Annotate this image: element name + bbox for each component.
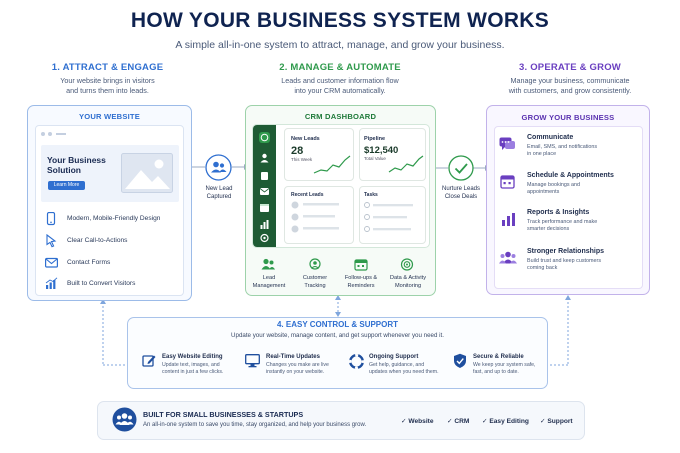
browser-dot	[48, 132, 52, 136]
step-2-title: 2. MANAGE & AUTOMATE	[279, 62, 401, 73]
footer-check-website: ✓ Website	[401, 418, 434, 425]
grow-list	[494, 126, 643, 289]
grow-item-title: Communicate	[527, 134, 574, 141]
grow-panel-title: GROW YOUR BUSINESS	[521, 113, 615, 122]
page-subtitle: A simple all-in-one system to attract, m…	[175, 39, 505, 51]
website-feature-label: Clear Call-to-Actions	[67, 237, 128, 244]
control-item-title: Ongoing Support	[369, 354, 419, 360]
new-leads-label: New Leads	[291, 136, 320, 142]
website-feature-label: Modern, Mobile-Friendly Design	[67, 215, 161, 222]
lifebuoy-icon	[349, 354, 364, 369]
footer-title: BUILT FOR SMALL BUSINESSES & STARTUPS	[143, 410, 304, 419]
browser-dot	[41, 132, 45, 136]
team-icon	[112, 407, 137, 432]
shield-icon	[454, 353, 466, 368]
footer-check-support: ✓ Support	[540, 418, 573, 425]
recent-leads-label: Recent Leads	[291, 192, 324, 198]
control-item-title: Real-Time Updates	[266, 354, 320, 360]
check-icon: ✓	[447, 418, 455, 425]
grow-item-title: Schedule & Appointments	[527, 172, 614, 179]
website-feature-label: Contact Forms	[67, 259, 111, 266]
pipeline-label: Pipeline	[364, 136, 386, 142]
check-circle-icon	[448, 155, 474, 181]
chat-icon	[499, 137, 515, 150]
customer-icon	[309, 258, 321, 270]
control-panel	[127, 317, 548, 389]
cursor-icon	[46, 234, 57, 248]
control-item-desc: We keep your system safe,fast, and up to…	[473, 362, 536, 375]
footer-check-crm: ✓ CRM	[447, 418, 470, 425]
new-leads-trend-line	[313, 155, 351, 174]
control-item-title: Secure & Reliable	[473, 354, 524, 360]
edit-icon	[142, 355, 156, 367]
image-placeholder-icon	[121, 153, 173, 193]
grow-item-title: Reports & Insights	[527, 209, 590, 216]
tasks-list	[364, 202, 413, 232]
step-3-title: 3. OPERATE & GROW	[519, 62, 621, 73]
new-leads-period: This Week	[291, 157, 313, 162]
pipeline-card	[359, 128, 426, 181]
learn-more-button[interactable]: Learn More	[48, 181, 85, 190]
crm-sidebar	[253, 125, 276, 247]
new-leads-value: 28	[291, 145, 304, 157]
control-title: 4. EASY CONTROL & SUPPORT	[276, 320, 399, 329]
bar-chart-icon	[502, 213, 515, 226]
tasks-card	[359, 186, 426, 244]
footer-desc: An all-in-one system to save you time, s…	[143, 422, 367, 428]
grow-item-title: Stronger Relationships	[527, 248, 605, 255]
check-icon: ✓	[401, 418, 409, 425]
target-icon	[400, 258, 414, 271]
tasks-label: Tasks	[364, 192, 378, 198]
check-icon: ✓	[540, 418, 548, 425]
website-feature-label: Built to Convert Visitors	[67, 280, 136, 287]
pipeline-caption: Total Value	[364, 156, 386, 161]
calendar-icon	[500, 175, 515, 189]
crm-item-follow-ups: Follow-ups &Reminders	[344, 275, 378, 289]
mobile-icon	[46, 212, 56, 226]
check-icon: ✓	[482, 418, 490, 425]
recent-leads-list	[291, 201, 339, 233]
browser-bar	[56, 133, 66, 135]
mail-icon	[45, 257, 58, 268]
new-leads-card	[284, 128, 354, 181]
lead-captured-icon	[205, 154, 232, 181]
crm-sidebar-icons	[259, 132, 270, 243]
crm-panel-title: CRM DASHBOARD	[304, 112, 377, 121]
step-1-title: 1. ATTRACT & ENGAGE	[51, 62, 164, 73]
calendar-icon	[354, 259, 368, 271]
control-item-title: Easy Website Editing	[162, 354, 223, 360]
pipeline-trend-line	[388, 155, 424, 173]
website-panel-title: YOUR WEBSITE	[78, 112, 141, 121]
footer-check-easy-editing: ✓ Easy Editing	[482, 418, 529, 425]
control-desc: Update your website, manage content, and…	[231, 332, 444, 339]
users-icon	[499, 251, 517, 264]
bar-chart-icon	[45, 277, 58, 289]
footer-banner	[97, 401, 585, 440]
monitor-icon	[245, 354, 260, 368]
page-title: HOW YOUR BUSINESS SYSTEM WORKS	[130, 9, 550, 32]
users-icon	[261, 258, 275, 270]
pipeline-value: $12,540	[364, 145, 399, 156]
